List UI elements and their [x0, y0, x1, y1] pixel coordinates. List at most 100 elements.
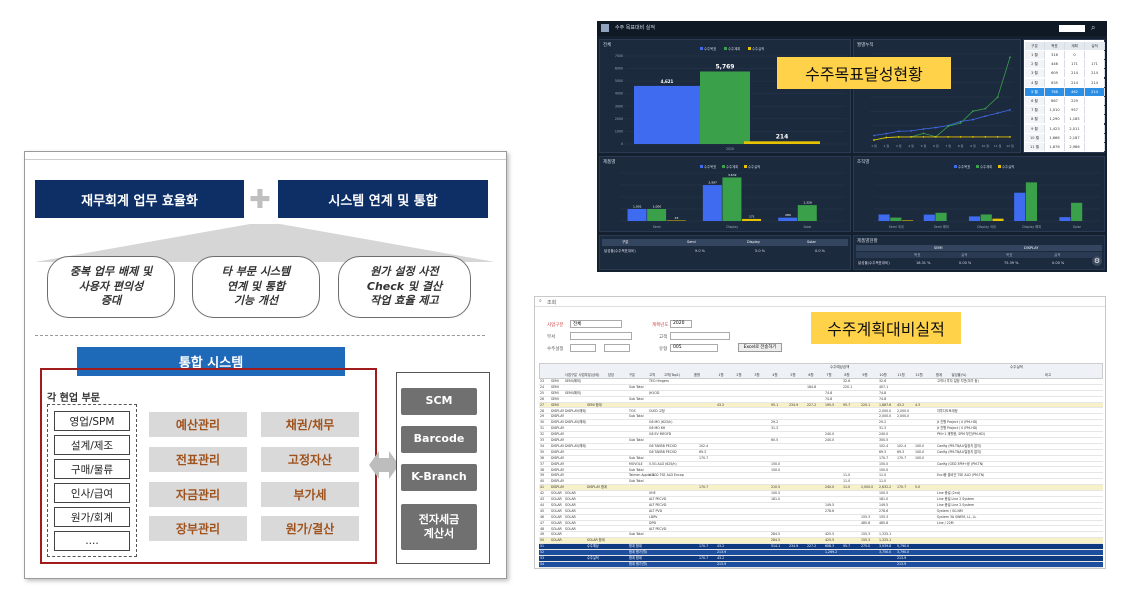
- table-cell: 102.4: [699, 443, 709, 448]
- table-cell: 485.8: [879, 520, 889, 525]
- table-cell: SOLAR: [551, 491, 562, 496]
- filter-customer-input[interactable]: [670, 332, 730, 340]
- table-cell: 32.6: [879, 379, 887, 383]
- point: [1009, 136, 1011, 138]
- table-cell: 275.0: [861, 544, 871, 549]
- table-cell: Line 증설 (2nd): [937, 491, 961, 496]
- year-select[interactable]: [1059, 25, 1085, 32]
- filter-biz-select[interactable]: 전체: [570, 320, 622, 328]
- grid-menu-icon[interactable]: [601, 24, 609, 32]
- month-table-header: 목표: [1045, 42, 1065, 50]
- settings-gear-icon[interactable]: ⚙: [1092, 256, 1102, 266]
- table-cell: 26: [540, 396, 545, 401]
- table-cell: 2,000.0: [861, 485, 874, 490]
- month-table-cell: [1085, 124, 1105, 133]
- table-cell: LDRV: [649, 514, 658, 519]
- filter-size-from[interactable]: [570, 344, 596, 352]
- search-icon[interactable]: ⌕: [1091, 23, 1096, 32]
- table-cell: 11.0: [879, 479, 887, 484]
- filter-dept-input[interactable]: [570, 332, 632, 340]
- month-table-cell: [1085, 51, 1105, 59]
- filter-type-select[interactable]: 005: [670, 344, 718, 352]
- rate-right-val-0: 16.31 %: [916, 261, 931, 265]
- filter-size-to[interactable]: [604, 344, 630, 352]
- table-cell: G6 TAEBB PECVD: [649, 449, 677, 454]
- table-cell: 4.3: [915, 402, 921, 407]
- table-cell: 4.5G0 TSE ALD Encap: [649, 473, 684, 478]
- month-table-cell: [1085, 143, 1105, 151]
- table-cell: 150.0: [771, 461, 781, 466]
- table-cell: 합계 합계: [629, 556, 642, 560]
- legend-swatch: [954, 165, 957, 168]
- search-icon[interactable]: ⌕: [539, 298, 542, 304]
- table-cell: Line 증설 Line 2 System: [937, 497, 975, 501]
- diagram-top-rule: [25, 152, 506, 160]
- excel-export-button[interactable]: Excel로 전송하기: [738, 343, 782, 352]
- table-cell: 33: [540, 438, 545, 442]
- y-tick-label: 7000: [615, 54, 623, 58]
- table-cell: Sub Total: [629, 532, 644, 537]
- rate-right-col-display: DISPLAY: [1024, 246, 1039, 250]
- table-cell: 213.9: [897, 556, 907, 560]
- panel-org-title: 조직별: [857, 160, 870, 165]
- data-label: 2,997: [708, 181, 717, 185]
- table-cell: 46: [540, 514, 545, 519]
- table-cell: 37: [540, 461, 545, 466]
- y-tick-label: 6000: [615, 67, 623, 71]
- point: [996, 136, 999, 138]
- month-table-cell: [1085, 133, 1105, 142]
- rate-right-col-semi: SEMI: [934, 246, 943, 250]
- y-tick-label: 1000: [615, 129, 623, 133]
- table-cell: MOVOLE: [629, 461, 643, 466]
- dashboard-titlebar: 수주 목표대비 실적 ⌕: [597, 21, 1107, 36]
- month-table-cell: 11 월: [1025, 143, 1045, 151]
- point: [897, 130, 900, 133]
- table-cell: DISPLAY: [551, 432, 565, 437]
- table-cell: 11.0: [843, 473, 851, 478]
- table-cell: G6 TAEBB PECVD: [649, 443, 677, 448]
- table-cell: 100.5: [879, 491, 889, 496]
- table-cell: 150.0: [771, 467, 781, 472]
- table-cell: Config (GED 3PM+@ (PM-TN): [937, 461, 984, 466]
- x-tick-label: 5 월: [921, 143, 927, 148]
- bar: [797, 205, 817, 221]
- bar: [702, 185, 722, 221]
- table-cell: Sub Total: [629, 438, 644, 442]
- filter-year-input[interactable]: 2020: [670, 320, 692, 328]
- table-cell: ALT PECVD: [649, 497, 667, 501]
- module-receivables: 채권/채무: [261, 412, 359, 437]
- rate-right-title: 제품별현황: [857, 239, 878, 244]
